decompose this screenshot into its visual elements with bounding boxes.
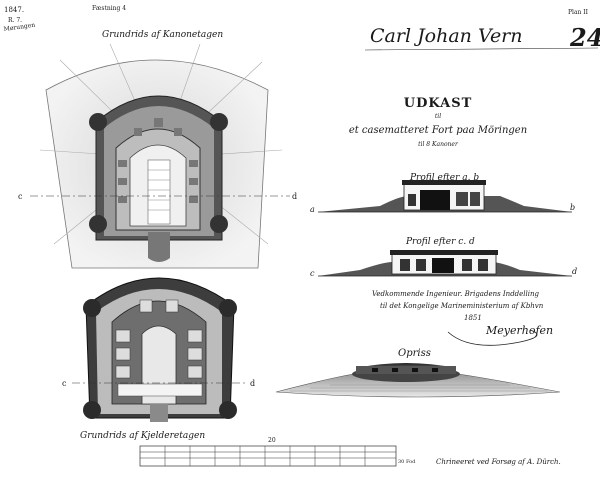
profile-ab-title: Profil efter a. b [409, 173, 479, 183]
approval-signature: Meyerhofen [485, 324, 553, 337]
approval-line-1: Vedkommende Ingenieur. Brigadens Inddell… [372, 290, 540, 298]
corner-note-place: Mørungen [3, 22, 35, 33]
corner-note-ref: R. 7. [8, 17, 22, 24]
upper-plan-drawing [30, 43, 290, 269]
upper-section-letter-d: d [292, 192, 297, 201]
approval-year: 1851 [464, 314, 482, 322]
plan-number-label: Plan II [568, 9, 589, 16]
corner-note-year: 1847. [4, 6, 24, 14]
top-center-note: Fæstning 4 [92, 5, 126, 12]
scale-label-end: 30 Fod [398, 459, 416, 465]
elevation-drawing [275, 363, 561, 398]
upper-section-letter-c: c [18, 192, 23, 201]
header-rule [364, 47, 599, 51]
profile-ab-drawing [318, 180, 572, 213]
lower-plan-title: Grundrids af Kjelderetagen [80, 431, 205, 441]
scale-label-top: 20 [268, 437, 276, 444]
elevation-title: Opriss [398, 348, 431, 359]
profile-cd-letter-c: c [310, 269, 315, 278]
title-line1: til [435, 113, 441, 120]
signature-header: Carl Johan Vern [370, 25, 523, 47]
title-main: UDKAST [404, 96, 473, 111]
lower-section-letter-c: c [62, 379, 67, 388]
profile-ab-letter-b: b [570, 203, 575, 212]
profile-ab-letter-a: a [310, 205, 315, 214]
credits: Chrineeret ved Forsøg af A. Dürch. [436, 458, 561, 466]
signature-flourish [447, 329, 538, 346]
lower-section-letter-d: d [250, 379, 255, 388]
profile-cd-letter-d: d [572, 267, 577, 276]
scale-bar [139, 445, 397, 467]
lower-plan-drawing [72, 277, 248, 422]
profile-cd-drawing [318, 250, 572, 277]
upper-plan-title: Grundrids af Kanonetagen [102, 30, 223, 40]
title-line3: til 8 Kanoner [418, 141, 459, 148]
title-line2: et casematteret Fort paa Möringen [349, 125, 527, 136]
approval-line-2: til det Kongelige Marineministerium af K… [380, 302, 544, 310]
plate-number: 24 [569, 23, 600, 52]
profile-cd-title: Profil efter c. d [405, 237, 475, 247]
